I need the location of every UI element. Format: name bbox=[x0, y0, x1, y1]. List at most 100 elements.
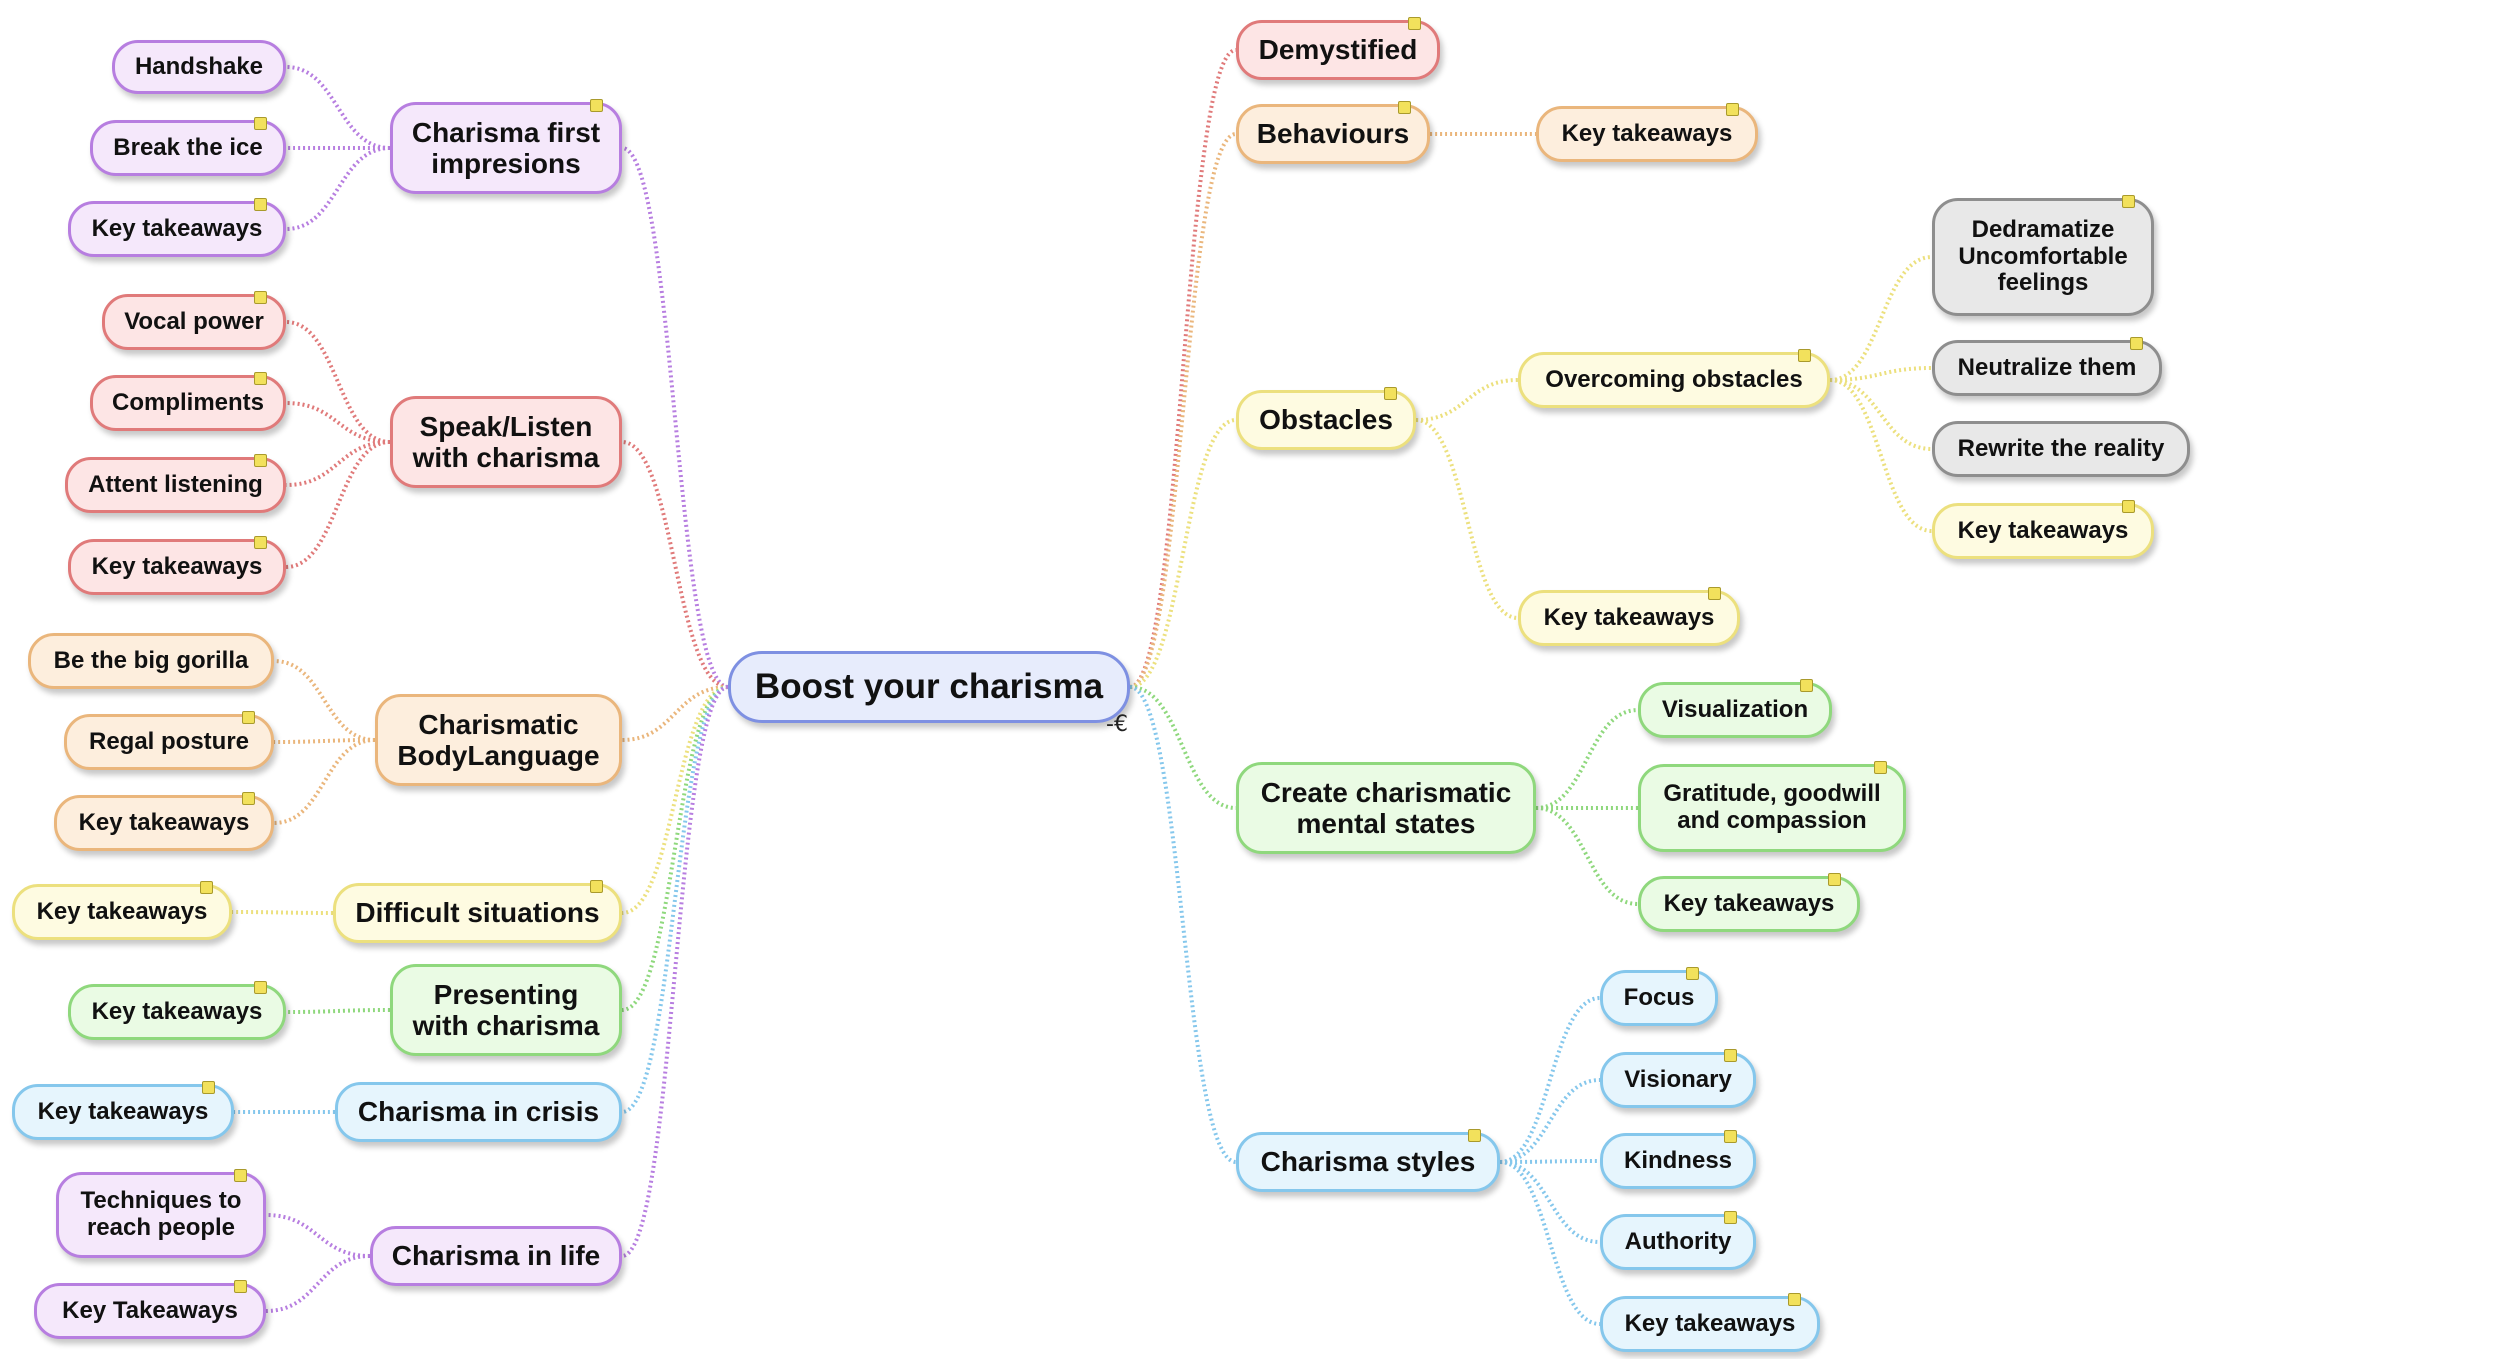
node-label: Gratitude, goodwill and compassion bbox=[1663, 780, 1881, 834]
node-charisma-in-life[interactable]: Charisma in life bbox=[370, 1226, 622, 1286]
node-key-takeaways[interactable]: Key takeaways bbox=[68, 198, 286, 257]
node-key-takeaways[interactable]: Key takeaways bbox=[1518, 587, 1740, 646]
node-gratitude-goodwill-compassion[interactable]: Gratitude, goodwill and compassion bbox=[1638, 761, 1906, 852]
note-icon bbox=[1800, 679, 1813, 692]
node-label: Charisma in life bbox=[391, 1240, 601, 1272]
node-visionary[interactable]: Visionary bbox=[1600, 1049, 1756, 1108]
connector-n_central-n_styles bbox=[1129, 685, 1237, 1164]
connector-n_obst-n_obst_kt bbox=[1415, 418, 1519, 620]
note-icon bbox=[254, 454, 267, 467]
node-regal-posture[interactable]: Regal posture bbox=[64, 711, 274, 770]
node-key-takeaways[interactable]: Key takeaways bbox=[1536, 103, 1758, 162]
node-key-takeaways[interactable]: Key takeaways bbox=[1638, 873, 1860, 932]
node-charisma-first-impressions[interactable]: Charisma first impresions bbox=[390, 99, 622, 194]
node-overcoming-obstacles[interactable]: Overcoming obstacles bbox=[1518, 349, 1830, 408]
node-key-takeaways[interactable]: Key takeaways bbox=[1600, 1293, 1820, 1352]
node-label: Charisma in crisis bbox=[357, 1096, 600, 1128]
collapse-marker[interactable]: -€ bbox=[1106, 712, 1128, 737]
note-icon bbox=[234, 1280, 247, 1293]
node-label: Dedramatize Uncomfortable feelings bbox=[1958, 215, 2128, 297]
connector-n_body-n_body_kt bbox=[273, 738, 376, 825]
node-obstacles[interactable]: Obstacles bbox=[1236, 387, 1416, 450]
connector-n_central-n_mental bbox=[1129, 685, 1237, 810]
node-techniques-to-reach-people[interactable]: Techniques to reach people bbox=[56, 1169, 266, 1258]
node-demystified[interactable]: Demystified bbox=[1236, 17, 1440, 80]
node-label: Key takeaways bbox=[78, 808, 250, 836]
note-icon bbox=[202, 1081, 215, 1094]
connector-n_central-n_life bbox=[621, 685, 729, 1258]
connector-n_overc-n_overc_kt bbox=[1829, 378, 1933, 533]
node-attent-listening[interactable]: Attent listening bbox=[65, 454, 286, 513]
note-icon bbox=[2130, 337, 2143, 350]
connector-n_central-n_cfi bbox=[621, 146, 729, 689]
note-icon bbox=[242, 711, 255, 724]
node-rewrite-the-reality[interactable]: Rewrite the reality bbox=[1932, 421, 2190, 477]
node-label: Break the ice bbox=[113, 133, 263, 161]
node-key-takeaways[interactable]: Key takeaways bbox=[54, 792, 274, 851]
node-presenting-with-charisma[interactable]: Presenting with charisma bbox=[390, 964, 622, 1056]
node-label: Vocal power bbox=[124, 307, 264, 335]
node-speak-listen[interactable]: Speak/Listen with charisma bbox=[390, 396, 622, 488]
connector-n_styles-n_focus bbox=[1499, 996, 1601, 1164]
node-label: Key takeaways bbox=[1543, 603, 1715, 631]
node-vocal-power[interactable]: Vocal power bbox=[102, 291, 286, 350]
note-icon bbox=[254, 536, 267, 549]
node-compliments[interactable]: Compliments bbox=[90, 372, 286, 431]
connector-n_central-n_body bbox=[621, 685, 729, 742]
note-icon bbox=[2122, 500, 2135, 513]
node-label: Key takeaways bbox=[91, 214, 263, 242]
node-key-takeaways[interactable]: Key Takeaways bbox=[34, 1280, 266, 1339]
node-charismatic-body-language[interactable]: Charismatic BodyLanguage bbox=[375, 694, 622, 786]
connector-n_speak-n_vocal bbox=[285, 320, 391, 444]
connector-n_life-n_tech bbox=[265, 1213, 371, 1258]
node-label: Key takeaways bbox=[37, 1097, 209, 1125]
node-kindness[interactable]: Kindness bbox=[1600, 1130, 1756, 1189]
node-charisma-styles[interactable]: Charisma styles bbox=[1236, 1129, 1500, 1192]
node-behaviours[interactable]: Behaviours bbox=[1236, 101, 1430, 164]
node-create-charismatic-mental-states[interactable]: Create charismatic mental states bbox=[1236, 762, 1536, 854]
node-be-the-big-gorilla[interactable]: Be the big gorilla bbox=[28, 633, 274, 689]
note-icon bbox=[590, 880, 603, 893]
note-icon bbox=[1398, 101, 1411, 114]
connector-n_overc-n_neutral bbox=[1829, 366, 1933, 382]
central-node[interactable]: Boost your charisma bbox=[728, 651, 1130, 723]
node-charisma-in-crisis[interactable]: Charisma in crisis bbox=[335, 1082, 622, 1142]
node-difficult-situations[interactable]: Difficult situations bbox=[333, 880, 622, 943]
node-neutralize-them[interactable]: Neutralize them bbox=[1932, 337, 2162, 396]
node-label: Charismatic BodyLanguage bbox=[397, 708, 600, 771]
node-label: Key takeaways bbox=[91, 997, 263, 1025]
node-label: Key takeaways bbox=[36, 897, 208, 925]
note-icon bbox=[1724, 1049, 1737, 1062]
node-key-takeaways[interactable]: Key takeaways bbox=[1932, 500, 2154, 559]
node-label: Rewrite the reality bbox=[1957, 434, 2165, 462]
node-label: Visionary bbox=[1624, 1065, 1732, 1093]
connector-n_central-n_speak bbox=[621, 440, 729, 689]
node-handshake[interactable]: Handshake bbox=[112, 40, 286, 94]
node-label: Kindness bbox=[1623, 1146, 1733, 1174]
connector-n_styles-n_vision bbox=[1499, 1078, 1601, 1164]
node-label: Key takeaways bbox=[1624, 1309, 1796, 1337]
connector-n_central-n_obst bbox=[1129, 418, 1237, 689]
node-focus[interactable]: Focus bbox=[1600, 967, 1718, 1026]
node-key-takeaways[interactable]: Key takeaways bbox=[12, 1081, 234, 1140]
node-dedramatize-uncomfortable-feelings[interactable]: Dedramatize Uncomfortable feelings bbox=[1932, 195, 2154, 316]
connector-n_body-n_regal bbox=[273, 738, 376, 744]
node-key-takeaways[interactable]: Key takeaways bbox=[68, 536, 286, 595]
node-label: Handshake bbox=[134, 52, 264, 80]
node-label: Key takeaways bbox=[1663, 889, 1835, 917]
node-label: Behaviours bbox=[1256, 118, 1410, 150]
node-key-takeaways[interactable]: Key takeaways bbox=[12, 881, 232, 940]
connector-n_mental-n_mental_kt bbox=[1535, 806, 1639, 906]
node-label: Key Takeaways bbox=[62, 1296, 238, 1324]
node-label: Key takeaways bbox=[1957, 516, 2129, 544]
node-key-takeaways[interactable]: Key takeaways bbox=[68, 981, 286, 1040]
note-icon bbox=[1874, 761, 1887, 774]
node-authority[interactable]: Authority bbox=[1600, 1211, 1756, 1270]
note-icon bbox=[1798, 349, 1811, 362]
node-break-the-ice[interactable]: Break the ice bbox=[90, 117, 286, 176]
node-visualization[interactable]: Visualization bbox=[1638, 679, 1832, 738]
connector-n_styles-n_styles_kt bbox=[1499, 1160, 1601, 1326]
note-icon bbox=[1788, 1293, 1801, 1306]
